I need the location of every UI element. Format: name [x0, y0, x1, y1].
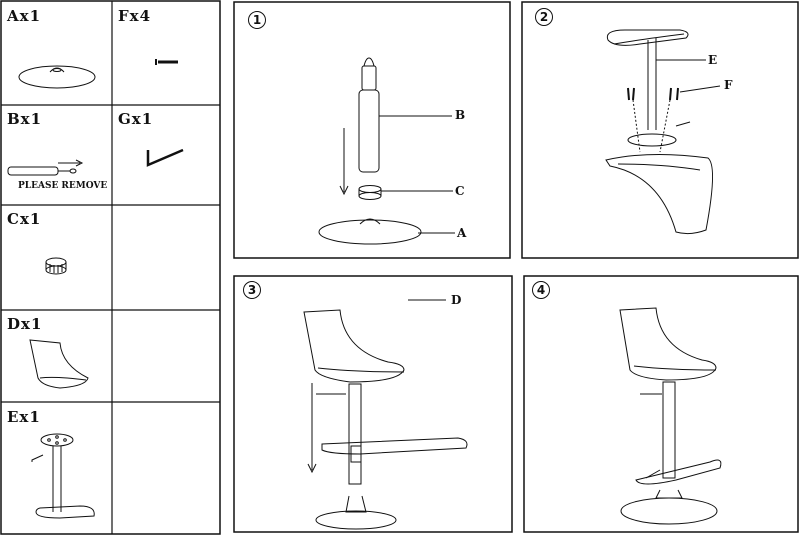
step2-panel [521, 1, 799, 259]
parts-table-frame [0, 0, 221, 535]
step4-drawing [619, 307, 722, 525]
part-b-gas-cylinder-icon [7, 159, 84, 176]
part-c-bearing-icon [45, 257, 67, 275]
part-c-label: Cx1 [7, 210, 42, 228]
part-b-note: PLEASE REMOVE [18, 181, 108, 191]
step2-drawing [605, 29, 721, 235]
part-a-base-disc-icon [18, 65, 96, 89]
part-f-screw-icon [155, 59, 178, 65]
callout-f: F [724, 78, 733, 92]
step3-panel [233, 275, 513, 533]
part-g-label: Gx1 [118, 110, 154, 128]
step3-number: 3 [243, 281, 261, 299]
part-b-label: Bx1 [7, 110, 43, 128]
step4-panel [523, 275, 799, 533]
step1-number: 1 [248, 11, 266, 29]
step3-drawing [303, 299, 468, 530]
part-d-seat-icon [29, 339, 89, 389]
step1-panel [233, 1, 511, 259]
part-g-hex-key-icon [146, 148, 184, 167]
callout-c: C [455, 184, 465, 198]
step1-drawing [318, 57, 455, 245]
step2-number: 2 [535, 8, 553, 26]
step4-number: 4 [532, 281, 550, 299]
callout-a: A [457, 226, 467, 240]
part-e-label: Ex1 [7, 408, 41, 426]
part-a-label: Ax1 [7, 7, 42, 25]
part-e-frame-icon [31, 433, 95, 519]
part-f-label: Fx4 [118, 7, 152, 25]
callout-d: D [451, 293, 462, 307]
callout-b: B [455, 108, 466, 122]
callout-e: E [708, 53, 718, 67]
part-d-label: Dx1 [7, 315, 43, 333]
